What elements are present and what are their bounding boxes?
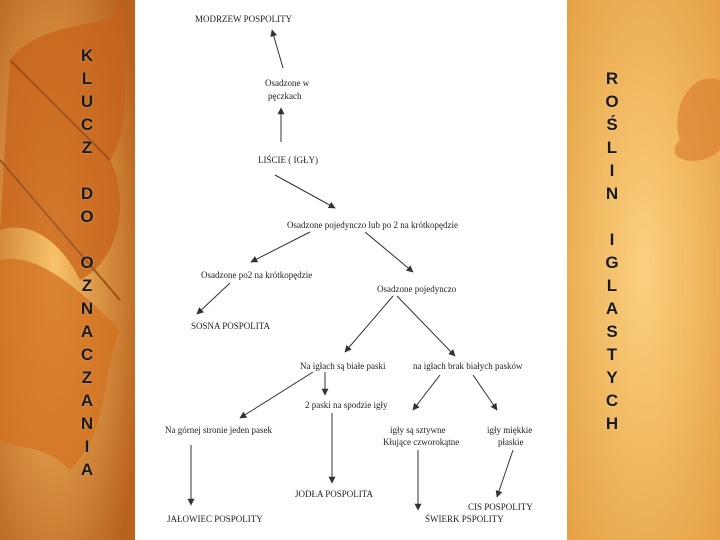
node-miekkie-line1: igły miękkie	[487, 425, 533, 435]
node-jeden-pasek: Na górnej stronie jeden pasek	[165, 425, 272, 435]
right-title-char: H	[605, 414, 619, 433]
left-title-char: C	[80, 345, 94, 364]
left-title-char: Z	[81, 138, 93, 157]
left-title-char: D	[80, 184, 94, 203]
node-brak-bialych-paskow: na igłach brak białych pasków	[413, 361, 523, 371]
left-title-char: U	[80, 92, 94, 111]
left-title-char: K	[80, 46, 94, 65]
node-jalowiec-pospolity: JAŁOWIEC POSPOLITY	[167, 514, 263, 524]
right-title-char: A	[605, 299, 619, 318]
right-title-char: L	[606, 276, 618, 295]
right-vertical-title: R O Ś L I N I G L A S T Y C H	[602, 67, 622, 435]
left-title-char: O	[80, 207, 94, 226]
left-title-char: Z	[81, 368, 93, 387]
node-swierk-pospolity: ŚWIERK PSPOLITY	[425, 514, 504, 524]
arrow-to-cis	[495, 449, 514, 498]
node-cis-pospolity: CIS POSPOLITY	[468, 502, 533, 512]
left-title-char: I	[84, 437, 90, 456]
left-title-char: O	[80, 253, 94, 272]
left-title-char: A	[80, 460, 94, 479]
left-title-char: A	[80, 322, 94, 341]
node-liscie-igly: LIŚCIE ( IGŁY)	[258, 155, 318, 165]
leaf-left-shape	[0, 10, 125, 470]
node-miekkie-line2: płaskie	[498, 437, 524, 447]
left-title-char: Z	[81, 276, 93, 295]
right-title-char: I	[609, 161, 615, 180]
right-title-char: R	[605, 69, 619, 88]
node-osadzone-w-peczkach-line1: Osadzone w	[265, 78, 310, 88]
right-title-char: G	[605, 253, 619, 272]
right-title-char: T	[606, 345, 618, 364]
node-sztywne-line1: igły są sztywne	[390, 425, 446, 435]
node-osadzone-pojedynczo-lub-po-2: Osadzone pojedynczo lub po 2 na krótkopę…	[287, 220, 458, 230]
right-title-char	[602, 205, 622, 228]
arrow-to-brak-paskow	[396, 295, 456, 357]
leaf-right-shape	[674, 78, 720, 161]
diagram-panel: MODRZEW POSPOLITY Osadzone w pęczkach LI…	[135, 0, 567, 540]
right-title-char: C	[605, 391, 619, 410]
left-title-char: N	[80, 414, 94, 433]
left-title-char	[77, 228, 97, 251]
diagram-arrows	[187, 29, 514, 511]
left-title-char	[77, 159, 97, 182]
left-title-char: L	[81, 69, 93, 88]
right-title-char: Y	[606, 368, 618, 387]
node-osadzone-w-peczkach-line2: pęczkach	[268, 91, 302, 101]
right-title-char: O	[605, 92, 619, 111]
arrow-peczki-to-modrzew	[270, 29, 284, 69]
left-title-char: C	[80, 115, 94, 134]
arrow-to-sztywne	[412, 374, 441, 411]
node-dwa-paski: 2 paski na spodzie igły	[305, 400, 388, 410]
left-vertical-title: K L U C Z D O O Z N A C Z A N I A	[77, 44, 97, 481]
node-osadzone-po2: Osadzone po2 na krótkopędzie	[201, 270, 313, 280]
arrow-to-osadzone-pojedynczo	[364, 231, 414, 273]
node-biale-paski: Na igłach są białe paski	[300, 361, 386, 371]
right-title-char: Ś	[606, 115, 618, 134]
left-title-char: A	[80, 391, 94, 410]
arrow-to-osadzone-po2	[250, 231, 311, 263]
right-title-char: L	[606, 138, 618, 157]
node-jodla-pospolita: JODŁA POSPOLITA	[295, 489, 374, 499]
arrow-to-jeden-pasek	[239, 371, 314, 419]
arrow-liscie-to-pojedynczo2	[274, 174, 336, 209]
node-modrzew-pospolity: MODRZEW POSPOLITY	[195, 14, 293, 24]
node-osadzone-pojedynczo: Osadzone pojedynczo	[377, 284, 457, 294]
right-title-char: I	[609, 230, 615, 249]
right-title-char: S	[606, 322, 618, 341]
node-sosna-pospolita: SOSNA POSPOLITA	[191, 321, 271, 331]
arrow-to-sosna	[196, 282, 231, 315]
node-sztywne-line2: Kłujące czworokątne	[383, 437, 460, 447]
left-title-char: N	[80, 299, 94, 318]
arrow-to-biale-paski	[344, 295, 394, 353]
right-title-char: N	[605, 184, 619, 203]
arrow-to-miekkie	[472, 374, 498, 411]
